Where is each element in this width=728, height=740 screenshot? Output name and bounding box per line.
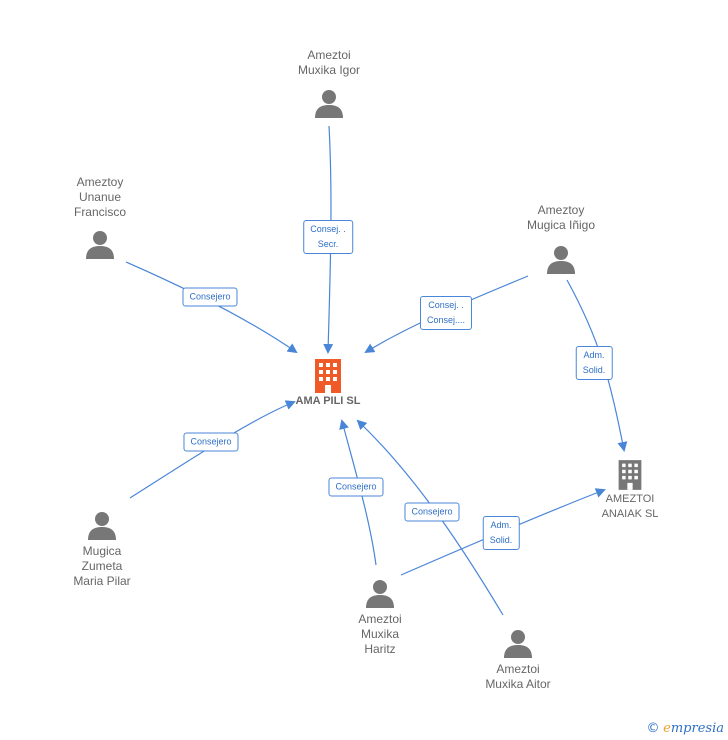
node-label: Ameztoi Muxika Aitor bbox=[485, 662, 551, 691]
edge-label-igor[interactable]: Consej. . Secr. bbox=[303, 220, 353, 254]
company-node-ama-pili[interactable]: AMA PILI SL bbox=[278, 358, 378, 409]
brand-logo[interactable]: empresia bbox=[663, 721, 724, 736]
edge-label-haritz-anaiak[interactable]: Adm. Solid. bbox=[482, 516, 520, 550]
brand-footer: © empresia bbox=[647, 720, 724, 736]
edge-label-francisco[interactable]: Consejero bbox=[182, 287, 238, 307]
edge-francisco-ama[interactable] bbox=[125, 261, 298, 354]
edge-label-aitor[interactable]: Consejero bbox=[404, 502, 460, 522]
person-icon bbox=[547, 246, 575, 274]
node-label: Ameztoi Muxika Haritz bbox=[358, 612, 402, 656]
person-icon bbox=[315, 90, 343, 118]
person-icon bbox=[86, 231, 114, 259]
edge-label-inigo-ama[interactable]: Consej. . Consej.... bbox=[419, 296, 473, 330]
edge-label-pilar[interactable]: Consejero bbox=[183, 432, 239, 452]
brand-name: mpresia bbox=[670, 721, 724, 736]
node-label: AMEZTOI ANAIAK SL bbox=[601, 493, 659, 520]
person-node-muxika-igor[interactable]: Ameztoi Muxika Igor bbox=[279, 48, 379, 118]
person-icon bbox=[504, 630, 532, 658]
person-node-ameztoy-unanue[interactable]: Ameztoy Unanue Francisco bbox=[50, 175, 150, 259]
company-node-ameztoi-anaiak[interactable]: AMEZTOI ANAIAK SL bbox=[590, 458, 670, 522]
node-label: Ameztoy Mugica Iñigo bbox=[526, 203, 596, 232]
node-label: Ameztoi Muxika Igor bbox=[297, 48, 361, 77]
node-label: AMA PILI SL bbox=[295, 395, 361, 407]
building-icon bbox=[618, 460, 642, 490]
brand-initial: e bbox=[663, 721, 671, 736]
edge-label-haritz-ama[interactable]: Consejero bbox=[328, 477, 384, 497]
person-node-mugica-inigo[interactable]: Ameztoy Mugica Iñigo bbox=[506, 203, 616, 274]
person-node-muxika-haritz[interactable]: Ameztoi Muxika Haritz bbox=[330, 578, 430, 657]
person-node-mugica-zumeta[interactable]: Mugica Zumeta Maria Pilar bbox=[52, 510, 152, 589]
node-label: Ameztoy Unanue Francisco bbox=[73, 175, 126, 219]
building-icon bbox=[315, 359, 341, 393]
person-icon bbox=[366, 580, 394, 608]
person-icon bbox=[88, 512, 116, 540]
node-label: Mugica Zumeta Maria Pilar bbox=[73, 544, 131, 588]
copyright-icon: © bbox=[646, 721, 660, 736]
edge-label-inigo-anaiak[interactable]: Adm. Solid. bbox=[575, 346, 613, 380]
person-node-muxika-aitor[interactable]: Ameztoi Muxika Aitor bbox=[468, 628, 568, 692]
